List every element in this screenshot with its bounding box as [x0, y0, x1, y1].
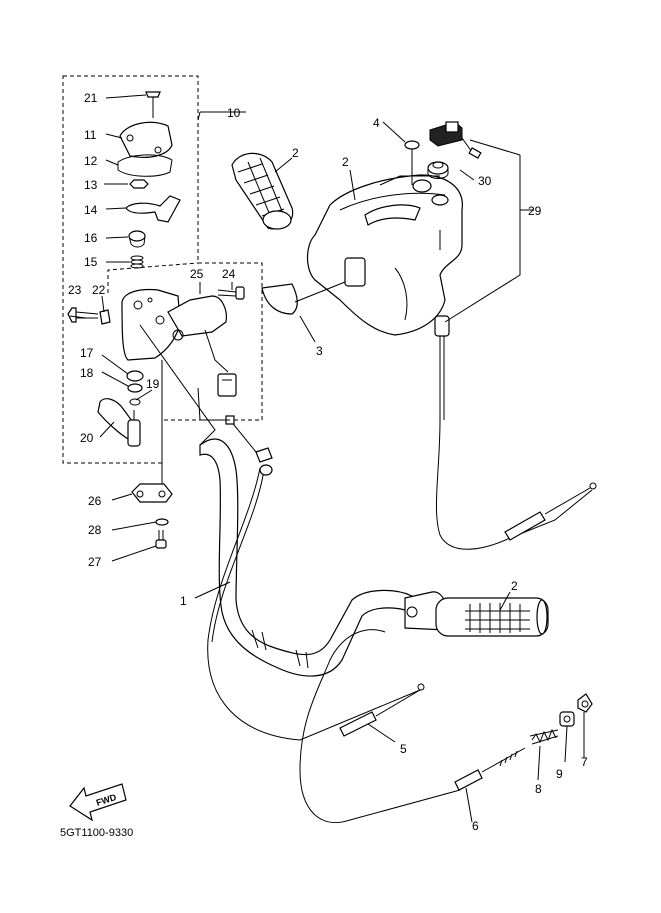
screw-25 [217, 286, 245, 300]
diagram-code: 5GT1100-9330 [60, 827, 133, 839]
washer-23 [99, 309, 111, 325]
callout-26: 25 [190, 267, 204, 281]
callout-29: 28 [88, 523, 102, 537]
callout-9: 8 [535, 782, 542, 796]
seal-19 [127, 383, 143, 393]
callout-24: 23 [68, 283, 82, 297]
callout-12: 11 [84, 128, 97, 142]
callout-22: 21 [84, 91, 98, 105]
cable-end-upper [225, 415, 273, 476]
callout-13: 12 [84, 154, 98, 168]
callout-5: 4 [373, 116, 380, 130]
callout-1: 1 [180, 594, 187, 608]
screw-24 [67, 307, 99, 323]
spring-16 [130, 255, 144, 269]
callout-20: 19 [146, 377, 160, 391]
clutch-cable [299, 629, 461, 823]
handlebar [199, 438, 413, 677]
callout-16: 15 [84, 255, 98, 269]
left-grip [231, 152, 294, 230]
ring-20 [129, 398, 141, 406]
forward-direction-arrow: FWD [69, 783, 127, 822]
cable-adjuster-7 [454, 747, 526, 791]
callout-27: 26 [88, 494, 102, 508]
callout-11: 10 [227, 106, 241, 120]
callout-21: 20 [80, 431, 94, 445]
spring-9 [529, 728, 559, 745]
callout-28: 27 [88, 555, 102, 569]
washer-29 [155, 518, 169, 526]
callout-19: 18 [80, 366, 94, 380]
callout-labels: 21 10 11 12 13 14 16 15 2 2 4 30 29 3 25… [68, 91, 588, 833]
main-switch [429, 121, 482, 159]
callout-17: 16 [84, 231, 98, 245]
cover-plate [119, 91, 173, 158]
screw-28 [155, 530, 167, 549]
handlebar-cover [306, 174, 463, 336]
throttle-lever [97, 398, 141, 447]
nut-14 [129, 179, 149, 189]
collar-17 [128, 230, 146, 248]
assembly-box-inner [107, 262, 199, 293]
holder-10 [559, 711, 575, 727]
clamp-27 [131, 483, 173, 503]
wing-nut-8 [577, 693, 593, 713]
throttle-cable [435, 318, 593, 550]
callout-18: 17 [80, 346, 94, 360]
callout-2-top: 2 [292, 146, 299, 160]
callout-10: 9 [556, 767, 563, 781]
grommet [404, 140, 420, 150]
pad [261, 283, 298, 315]
callout-14: 13 [84, 178, 98, 192]
leader-lines [69, 94, 585, 823]
right-grip [404, 591, 549, 637]
callout-6: 5 [400, 742, 407, 756]
brake-cable [207, 467, 421, 741]
lever-15 [125, 195, 181, 223]
washer-18 [126, 370, 144, 382]
callout-30: 29 [528, 204, 542, 218]
assembly-box-11 [62, 75, 263, 464]
callout-2-right: 2 [511, 579, 518, 593]
cable-adjuster-6 [339, 683, 425, 737]
callout-7: 6 [472, 819, 479, 833]
callout-15: 14 [84, 203, 98, 217]
gasket [117, 154, 173, 177]
switch-nut [427, 161, 449, 179]
callout-25: 24 [222, 267, 236, 281]
callout-8: 7 [581, 755, 588, 769]
callout-31: 30 [478, 174, 492, 188]
callout-4: 3 [316, 344, 323, 358]
throttle-housing [121, 288, 237, 397]
callout-3: 2 [342, 155, 349, 169]
callout-23: 22 [92, 283, 106, 297]
